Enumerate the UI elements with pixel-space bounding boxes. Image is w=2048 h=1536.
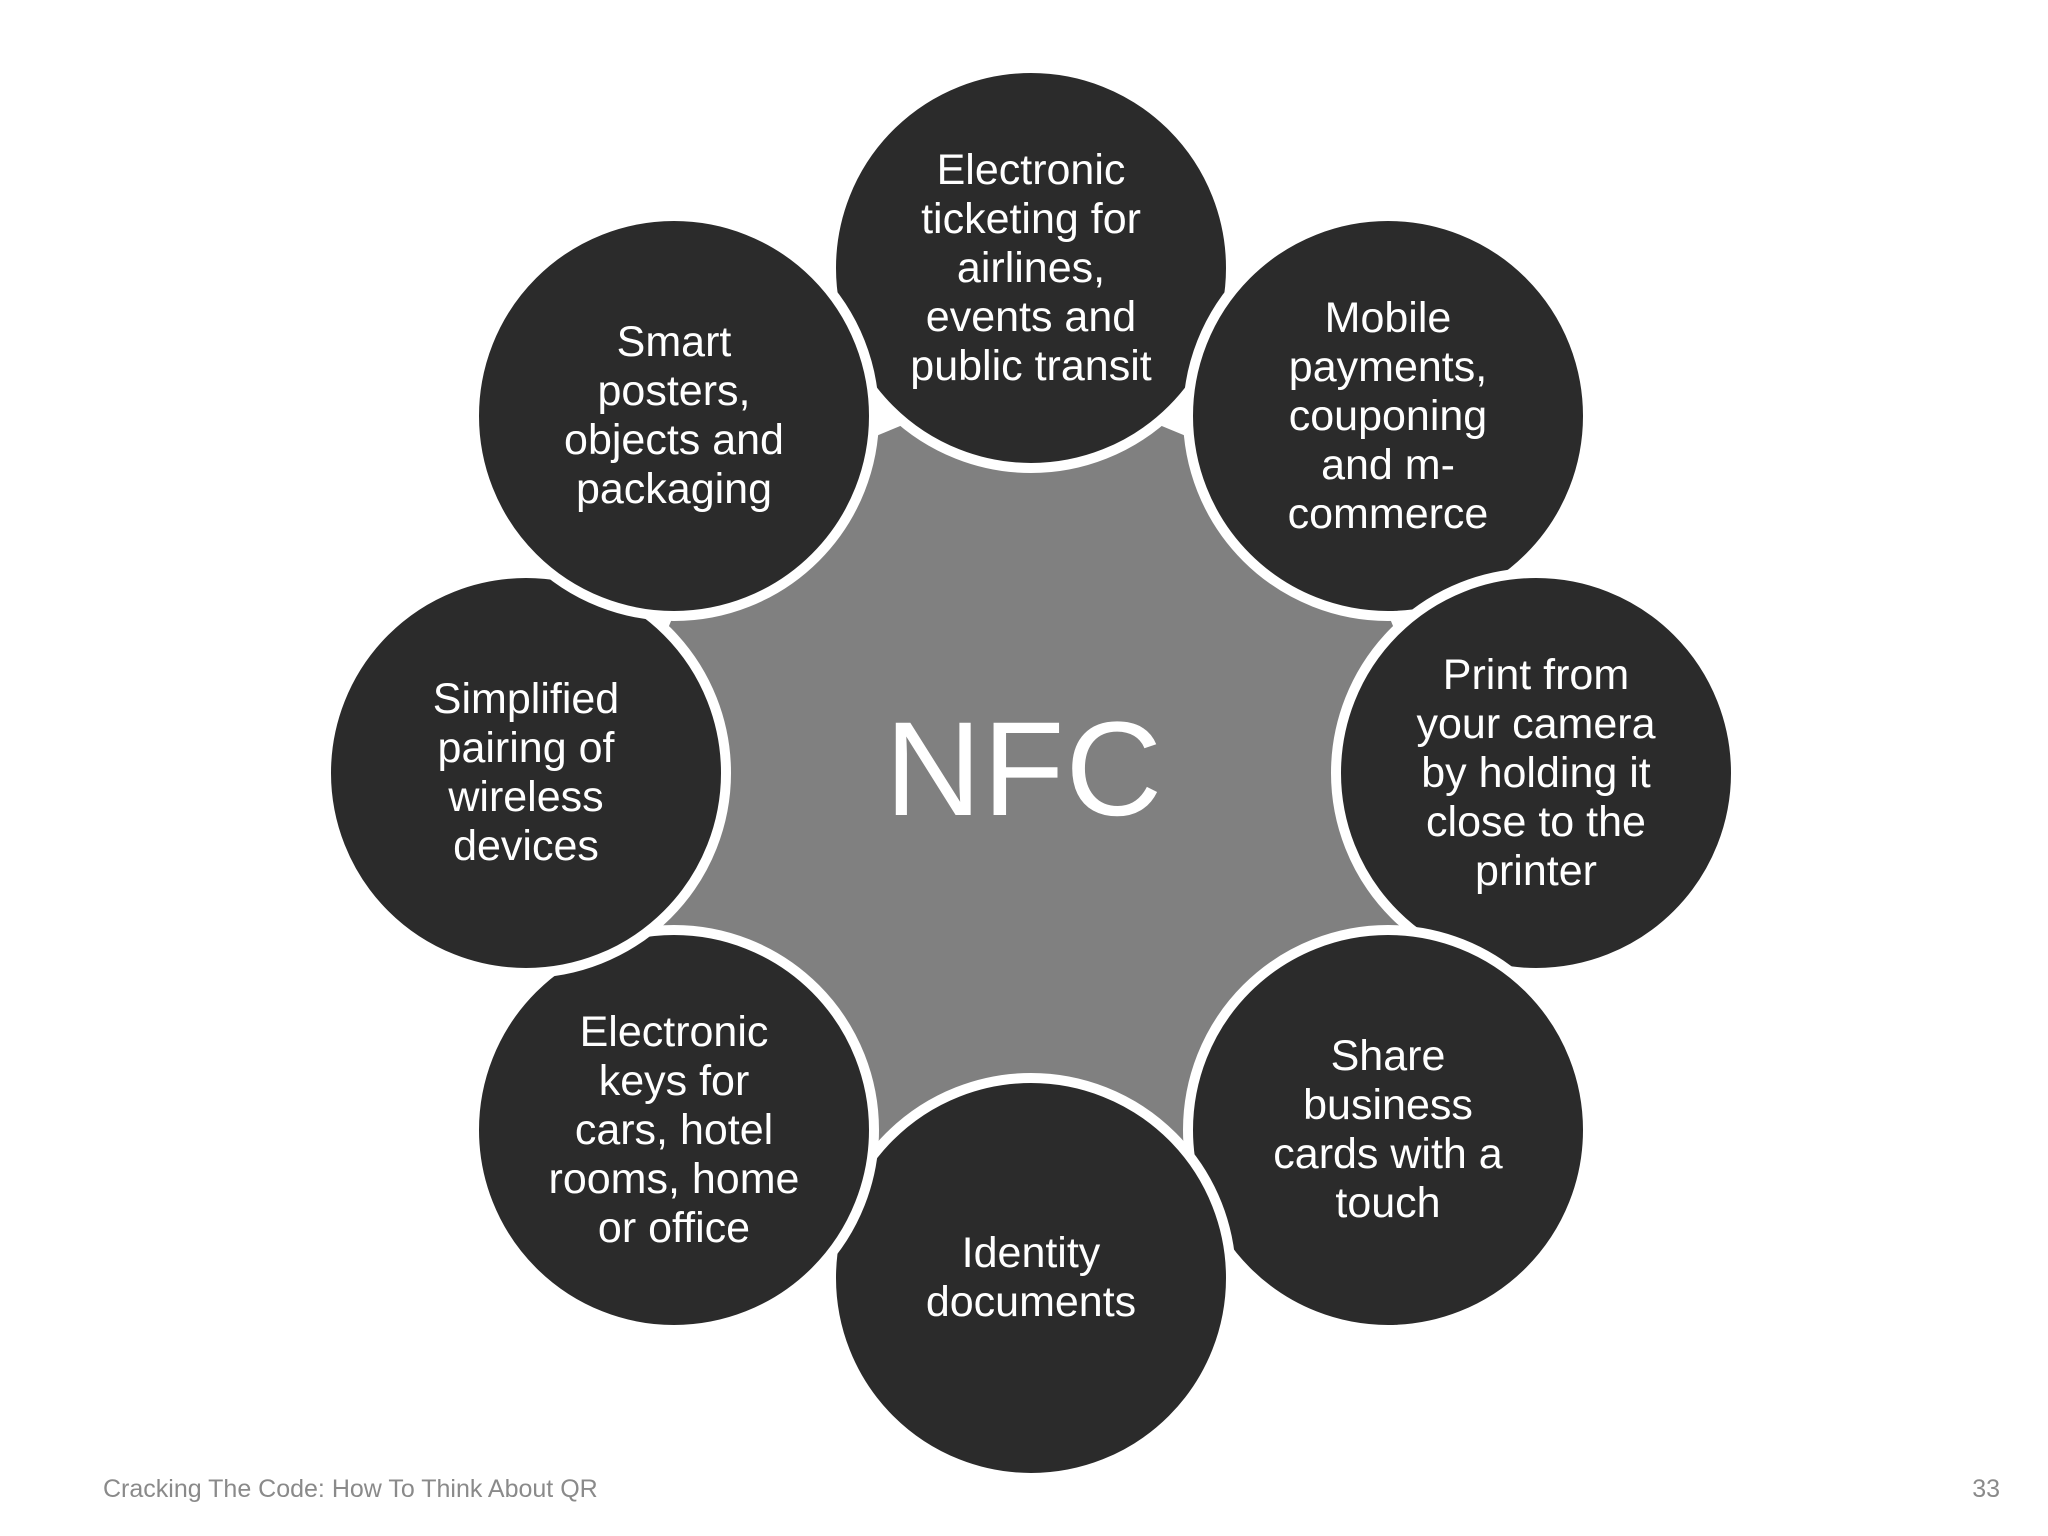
node-smart-posters: Smart posters, objects and packaging xyxy=(469,211,879,621)
node-electronic-keys: Electronic keys for cars, hotel rooms, h… xyxy=(469,925,879,1335)
node-label: Print from your camera by holding it clo… xyxy=(1416,650,1656,895)
node-print-from-camera: Print from your camera by holding it clo… xyxy=(1331,568,1741,978)
page-number: 33 xyxy=(1972,1475,2000,1503)
node-label: Simplified pairing of wireless devices xyxy=(432,675,620,870)
node-mobile-payments: Mobile payments, couponing and m- commer… xyxy=(1183,211,1593,621)
node-label: Mobile payments, couponing and m- commer… xyxy=(1287,293,1489,538)
node-label: Electronic keys for cars, hotel rooms, h… xyxy=(548,1007,800,1252)
footer-title: Cracking The Code: How To Think About QR xyxy=(103,1475,598,1503)
node-simplified-pairing: Simplified pairing of wireless devices xyxy=(321,568,731,978)
center-label: NFC xyxy=(884,695,1164,844)
node-label: Share business cards with a touch xyxy=(1273,1032,1503,1227)
node-share-business-cards: Share business cards with a touch xyxy=(1183,925,1593,1335)
node-label: Smart posters, objects and packaging xyxy=(564,318,784,513)
node-identity-documents: Identity documents xyxy=(826,1073,1236,1483)
node-electronic-ticketing: Electronic ticketing for airlines, event… xyxy=(826,63,1236,473)
node-label: Identity documents xyxy=(925,1229,1137,1326)
node-label: Electronic ticketing for airlines, event… xyxy=(910,145,1152,390)
